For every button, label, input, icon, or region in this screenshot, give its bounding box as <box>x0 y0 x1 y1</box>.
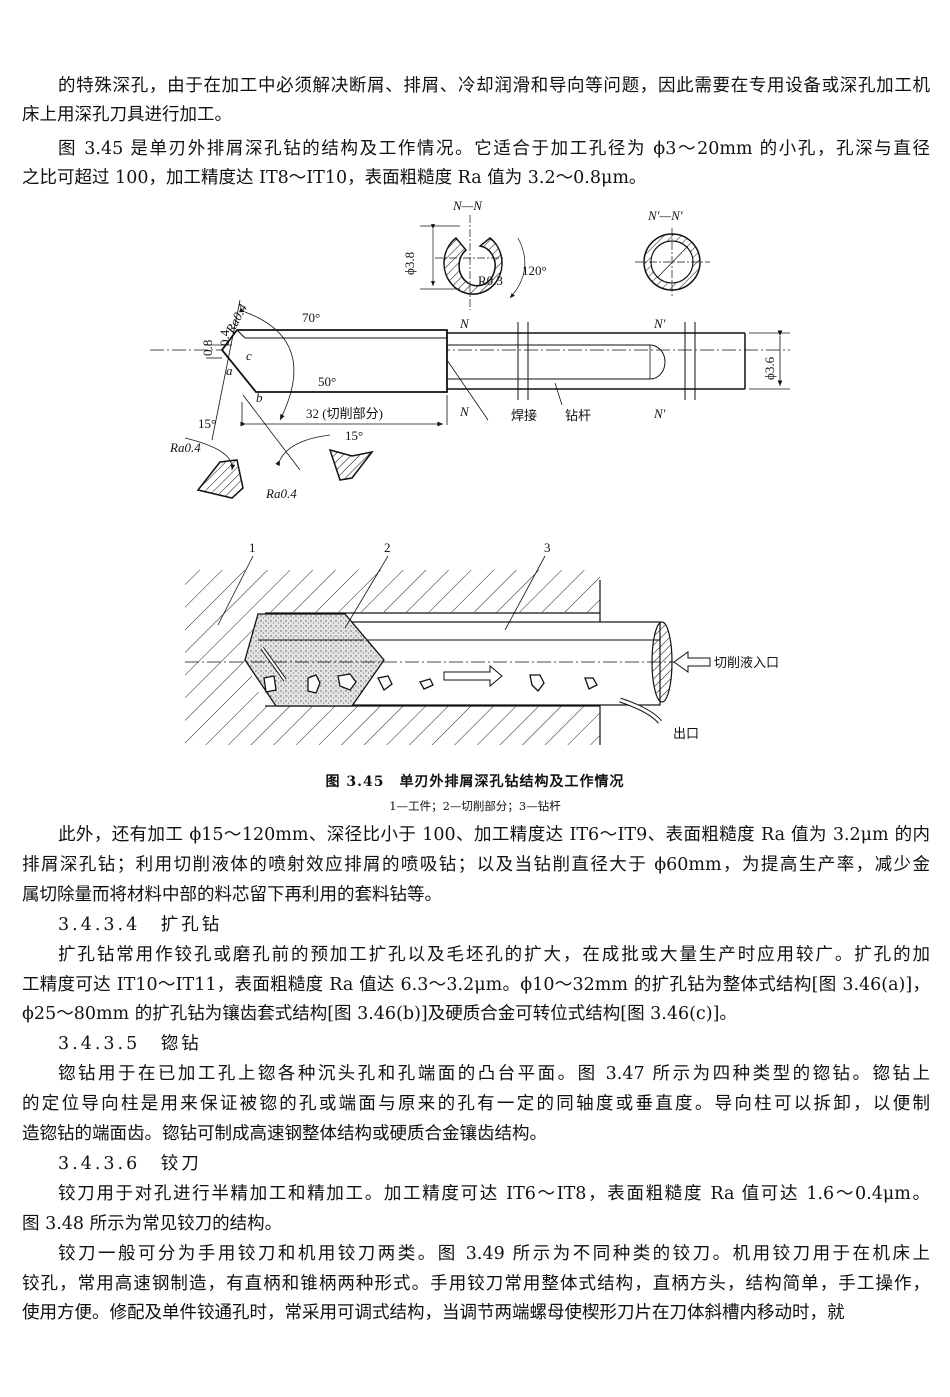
drill-side-view <box>150 215 790 499</box>
label-r03: R0.3 <box>478 273 503 288</box>
label-1: 1 <box>249 540 256 555</box>
label-weld: 焊接 <box>511 408 537 423</box>
label-3: 3 <box>544 540 551 555</box>
text-line: 图 3.45 是单刃外排屑深孔钻的结构及工作情况。它适合于加工孔径为 ϕ3～20… <box>58 139 930 159</box>
text-line: 铰刀一般可分为手用铰刀和机用铰刀两类。图 3.49 所示为不同种类的铰刀。机用铰… <box>58 1243 930 1264</box>
text-line: 铰孔，常用高速钢制造，有直柄和锥柄两种形式。手用铰刀常用整体式结构，直柄方头，结… <box>22 1273 930 1294</box>
text-line: 锪钻用于在已加工孔上锪各种沉头孔和孔端面的凸台平面。图 3.47 所示为四种类型… <box>58 1064 930 1085</box>
label-c: c <box>246 348 252 363</box>
text-line: 之比可超过 100，加工精度达 IT8～IT10，表面粗糙度 Ra 值为 3.2… <box>22 168 647 188</box>
label-n2-bottom: N′ <box>653 406 666 421</box>
label-50: 50° <box>318 374 336 389</box>
label-120: 120° <box>522 263 547 278</box>
label-section-nn2: N′—N′ <box>647 208 683 223</box>
chips <box>263 673 598 694</box>
text-line: 的定位导向柱是用来保证被锪的孔或端面与原来的孔有一定的同轴度或垂直度。导向柱可以… <box>22 1094 930 1115</box>
label-32: 32 (切削部分) <box>306 406 383 421</box>
text-line: 此外，还有加工 ϕ15～120mm、深径比小于 100、加工精度达 IT6～IT… <box>58 825 930 845</box>
bottom-drawing-labels: 1 2 3 切削液入口 出口 <box>249 540 779 741</box>
text-line: 扩孔钻常用作铰孔或磨孔前的预加工扩孔以及毛坯孔的扩大，在成批或大量生产时应用较广… <box>58 944 930 965</box>
text-line: ϕ25～80mm 的扩孔钻为镶齿套式结构[图 3.46(b)]及硬质合金可转位式… <box>22 1004 737 1025</box>
label-15b: 15° <box>345 428 363 443</box>
text-line: 使用方便。修配及单件铰通孔时，常采用可调式结构，当调节两端螺母使楔形刀片在刀体斜… <box>22 1303 845 1324</box>
label-n-top: N <box>459 316 470 331</box>
label-0.8: 0.8 <box>200 340 215 356</box>
label-phi38: ϕ3.8 <box>402 252 417 275</box>
label-ra04-left: Ra0.4 <box>169 440 201 455</box>
top-drawing-labels: N—N ϕ3.8 R0.3 120° N′—N′ Ra0.4 0.8 0.4 7… <box>169 198 777 501</box>
figure-3-45: N—N ϕ3.8 R0.3 120° N′—N′ Ra0.4 0.8 0.4 7… <box>150 198 790 745</box>
label-2: 2 <box>384 540 391 555</box>
text-line: 铰刀用于对孔进行半精加工和精加工。加工精度可达 IT6～IT8，表面粗糙度 Ra… <box>58 1183 930 1204</box>
label-a: a <box>226 363 233 378</box>
label-ra04-bottom: Ra0.4 <box>265 486 297 501</box>
label-phi36: ϕ3.6 <box>762 356 777 380</box>
section-heading: 3.4.3.6 铰刀 <box>58 1153 202 1174</box>
text-line: 图 3.48 所示为常见铰刀的结构。 <box>22 1213 283 1234</box>
text-line: 的特殊深孔，由于在加工中必须解决断屑、排屑、冷却润滑和导向等问题，因此需要在专用… <box>58 76 930 96</box>
drill-working-diagram <box>185 555 711 745</box>
label-b: b <box>256 390 263 405</box>
label-15a: 15° <box>198 416 216 431</box>
section-heading: 3.4.3.5 锪钻 <box>58 1034 202 1055</box>
section-heading: 3.4.3.4 扩孔钻 <box>58 914 223 935</box>
label-section-nn: N—N <box>452 198 483 213</box>
label-shank: 钻杆 <box>565 408 591 423</box>
label-0.4: 0.4 <box>217 329 232 346</box>
text-line: 工精度可达 IT10～IT11，表面粗糙度 Ra 值达 6.3～3.2μm。ϕ1… <box>22 974 930 995</box>
text-line: 造锪钻的端面齿。锪钻可制成高速钢整体结构或硬质合金镶齿结构。 <box>22 1124 547 1144</box>
label-n-bottom: N <box>459 404 470 419</box>
figure-caption: 图 3.45 单刃外排屑深孔钻结构及工作情况 <box>325 774 625 790</box>
figure-legend: 1—工件；2—切削部分；3—钻杆 <box>389 799 561 813</box>
label-coolant-inlet: 切削液入口 <box>714 655 779 670</box>
label-70: 70° <box>302 310 320 325</box>
text-line: 床上用深孔刀具进行加工。 <box>22 105 232 125</box>
text-line: 排屑深孔钻；利用切削液体的喷射效应排屑的喷吸钻；以及当钻削直径大于 ϕ60mm，… <box>22 854 930 875</box>
text-line: 属切除量而将材料中部的料芯留下再利用的套料钻等。 <box>22 884 442 905</box>
label-n2-top: N′ <box>653 316 666 331</box>
label-outlet: 出口 <box>673 726 699 741</box>
